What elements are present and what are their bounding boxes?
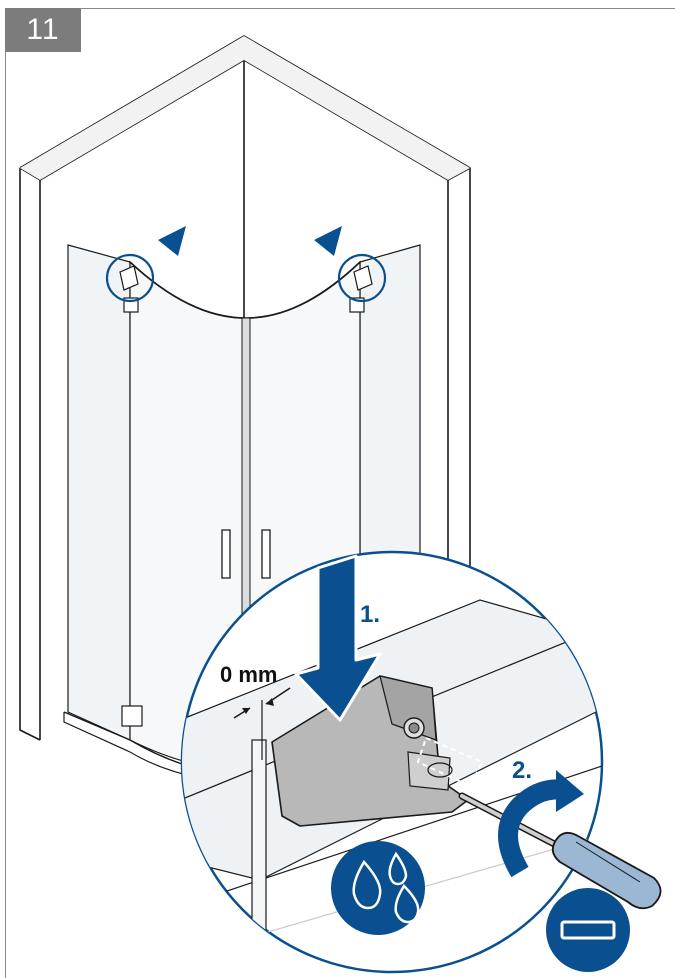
flat-screwdriver-icon (546, 888, 630, 972)
top-hinge-markers (105, 226, 387, 303)
step-2-label: 2. (512, 757, 532, 784)
frame-top-line (81, 8, 675, 9)
detail-view: 0 mm 1. 2. (180, 550, 662, 974)
door-handle-right (261, 529, 271, 579)
step-number-badge: 11 (5, 8, 81, 52)
pointer-arrow-right-icon (314, 226, 342, 256)
gap-dimension: 0 mm (220, 662, 291, 760)
wall-top-face (20, 36, 470, 180)
rotate-arrow-icon: 2. (498, 757, 584, 878)
frame-left-line (5, 52, 6, 978)
pointer-arrow-left-icon (158, 226, 186, 256)
step-1-label: 1. (360, 601, 380, 628)
door-handle-left (221, 529, 231, 579)
hinge-highlight-left (105, 253, 155, 303)
press-down-arrow-icon: 1. (294, 554, 382, 722)
water-drops-icon (331, 841, 425, 935)
gap-dimension-label: 0 mm (220, 662, 277, 687)
hinge-highlight-right (337, 253, 387, 303)
